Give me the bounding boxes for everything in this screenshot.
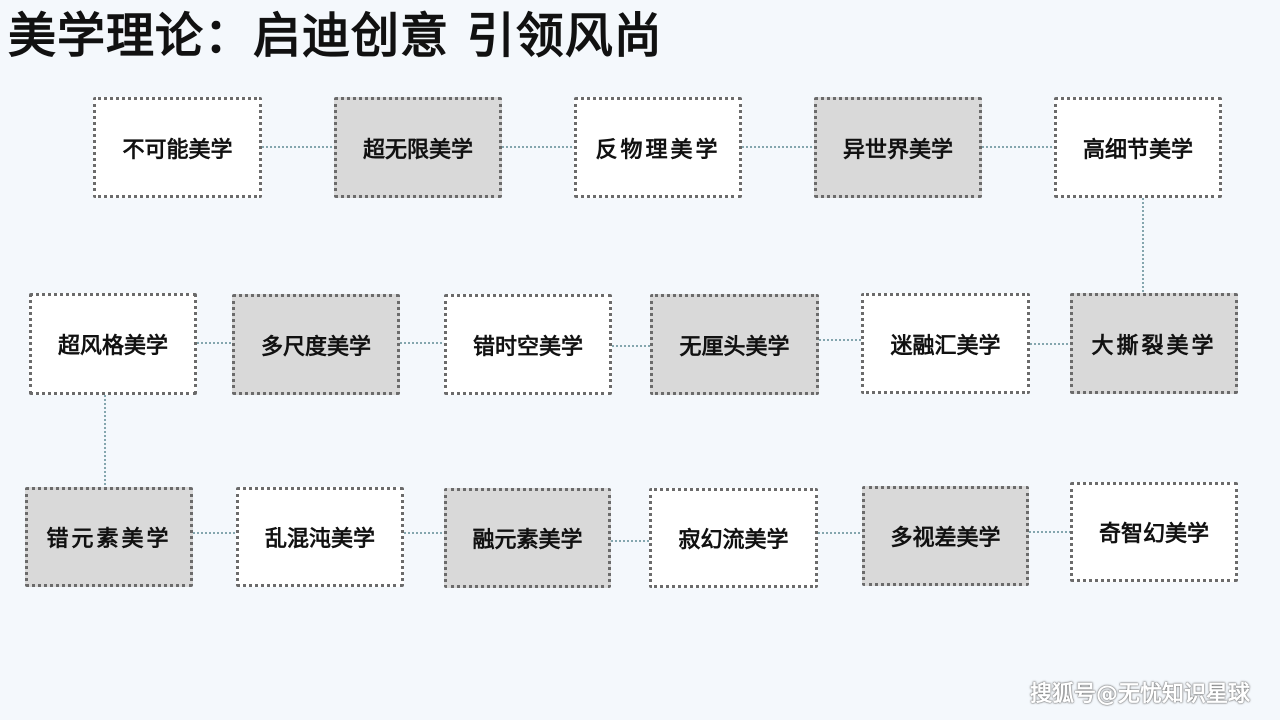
node-hyper-style-aesthetics: 超风格美学 (29, 293, 197, 395)
node-chaos-aesthetics: 乱混沌美学 (236, 487, 404, 587)
watermark: 搜狐号@无忧知识星球 (1029, 682, 1250, 707)
page-title: 美学理论：启迪创意 引领风尚 (8, 8, 663, 64)
node-hyper-infinite-aesthetics: 超无限美学 (334, 97, 502, 198)
node-wonder-wisdom-aesthetics: 奇智幻美学 (1070, 482, 1238, 582)
node-great-tear-aesthetics: 大撕裂美学 (1070, 293, 1238, 394)
node-multi-scale-aesthetics: 多尺度美学 (232, 294, 400, 395)
node-fusion-aesthetics: 迷融汇美学 (861, 293, 1030, 394)
node-otherworld-aesthetics: 异世界美学 (814, 97, 982, 198)
node-misplaced-time-aesthetics: 错时空美学 (444, 294, 612, 395)
node-element-fusion-aesthetics: 融元素美学 (444, 488, 611, 588)
node-impossible-aesthetics: 不可能美学 (93, 97, 262, 198)
node-multi-parallax-aesthetics: 多视差美学 (862, 486, 1029, 586)
node-nonsense-aesthetics: 无厘头美学 (650, 294, 819, 395)
node-high-detail-aesthetics: 高细节美学 (1054, 97, 1222, 198)
node-anti-physics-aesthetics: 反物理美学 (574, 97, 742, 198)
node-misplaced-element-aesthetics: 错元素美学 (25, 487, 193, 587)
node-silent-illusion-aesthetics: 寂幻流美学 (649, 488, 818, 588)
